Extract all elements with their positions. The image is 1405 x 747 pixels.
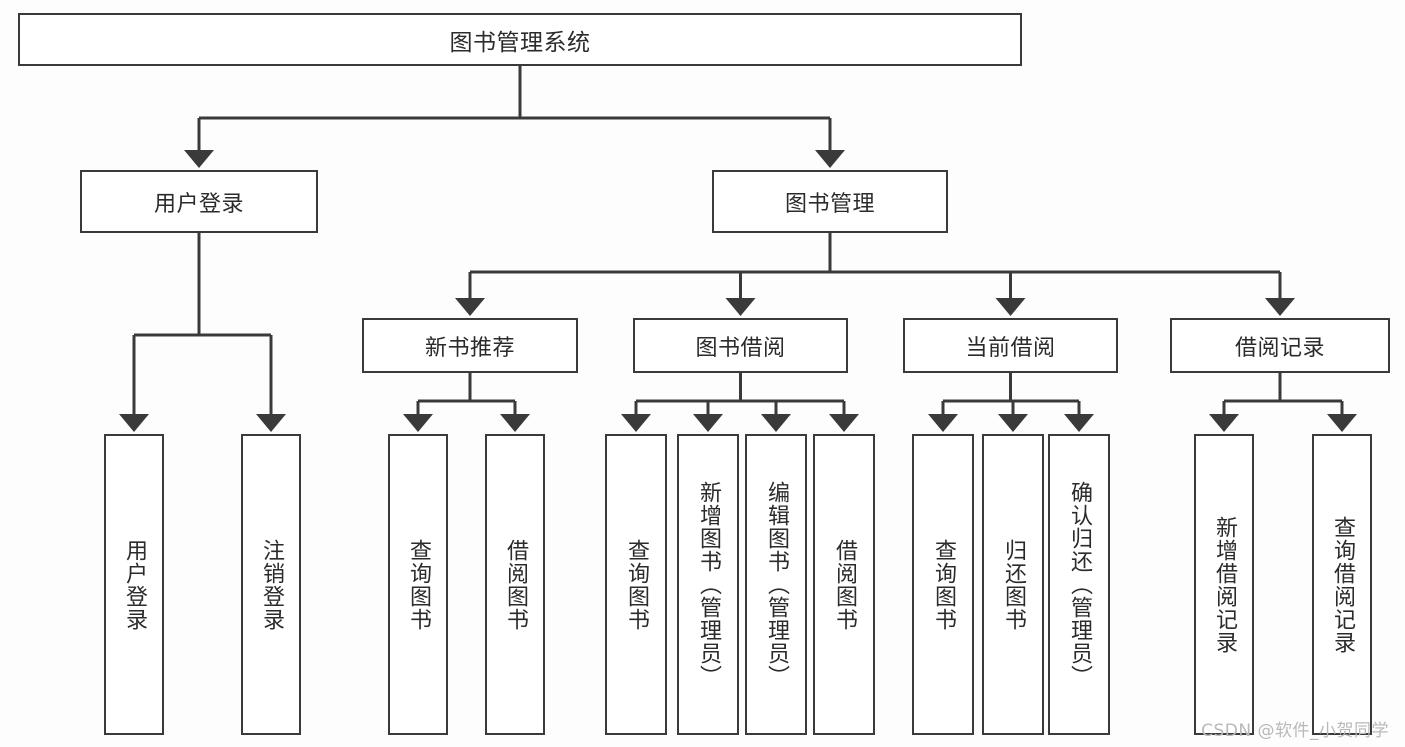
leaf-node-12-label: 查询借阅记录 bbox=[1329, 515, 1355, 654]
leaf-node-0[interactable]: 用户登录 bbox=[104, 434, 164, 735]
leaf-node-1-label: 注销登录 bbox=[258, 538, 284, 631]
root-node-tushu-guanli-xitong[interactable]: 图书管理系统 bbox=[18, 13, 1022, 66]
level1-node-1-label: 图书管理 bbox=[784, 191, 875, 217]
leaf-node-8[interactable]: 查询图书 bbox=[912, 434, 974, 735]
leaf-node-5-label: 新增图书（管理员） bbox=[695, 481, 721, 688]
leaf-node-12[interactable]: 查询借阅记录 bbox=[1312, 434, 1372, 735]
leaf-node-3[interactable]: 借阅图书 bbox=[485, 434, 545, 735]
leaf-node-2-label: 查询图书 bbox=[405, 538, 431, 631]
leaf-node-8-label: 查询图书 bbox=[930, 538, 956, 631]
level1-node-0-label: 用户登录 bbox=[153, 191, 244, 217]
leaf-node-10-label: 确认归还（管理员） bbox=[1066, 481, 1092, 688]
leaf-node-4[interactable]: 查询图书 bbox=[605, 434, 667, 735]
level2-node-1[interactable]: 图书借阅 bbox=[633, 318, 848, 373]
level2-node-3[interactable]: 借阅记录 bbox=[1170, 318, 1390, 373]
leaf-node-5[interactable]: 新增图书（管理员） bbox=[677, 434, 739, 735]
csdn-watermark: CSDN @软件_小贺同学 bbox=[1201, 721, 1389, 741]
leaf-node-11[interactable]: 新增借阅记录 bbox=[1194, 434, 1254, 735]
level2-node-1-label: 图书借阅 bbox=[695, 335, 786, 361]
leaf-node-2[interactable]: 查询图书 bbox=[388, 434, 448, 735]
leaf-node-6[interactable]: 编辑图书（管理员） bbox=[745, 434, 807, 735]
level1-node-1[interactable]: 图书管理 bbox=[712, 170, 948, 233]
leaf-node-11-label: 新增借阅记录 bbox=[1211, 515, 1237, 654]
level1-node-0[interactable]: 用户登录 bbox=[80, 170, 318, 233]
leaf-node-9-label: 归还图书 bbox=[1000, 538, 1026, 631]
leaf-node-1[interactable]: 注销登录 bbox=[241, 434, 301, 735]
leaf-node-4-label: 查询图书 bbox=[623, 538, 649, 631]
level2-node-2[interactable]: 当前借阅 bbox=[903, 318, 1118, 373]
level2-node-0-label: 新书推荐 bbox=[424, 335, 515, 361]
level2-node-0[interactable]: 新书推荐 bbox=[362, 318, 578, 373]
leaf-node-9[interactable]: 归还图书 bbox=[982, 434, 1044, 735]
leaf-node-10[interactable]: 确认归还（管理员） bbox=[1048, 434, 1110, 735]
leaf-node-6-label: 编辑图书（管理员） bbox=[763, 481, 789, 688]
leaf-node-3-label: 借阅图书 bbox=[502, 538, 528, 631]
level2-node-2-label: 当前借阅 bbox=[965, 335, 1056, 361]
leaf-node-7[interactable]: 借阅图书 bbox=[813, 434, 875, 735]
leaf-node-0-label: 用户登录 bbox=[121, 538, 147, 631]
leaf-node-7-label: 借阅图书 bbox=[831, 538, 857, 631]
root-node-tushu-guanli-xitong-label: 图书管理系统 bbox=[449, 29, 591, 56]
level2-node-3-label: 借阅记录 bbox=[1234, 335, 1325, 361]
